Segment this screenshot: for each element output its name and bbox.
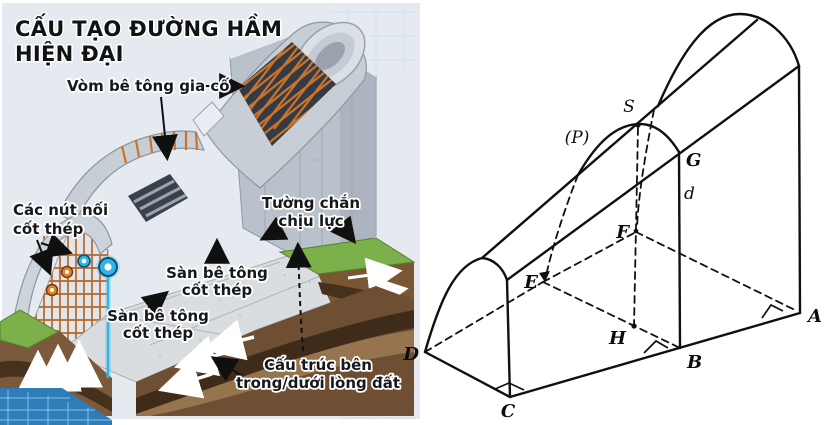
slats <box>133 179 187 218</box>
label-cau-truc-line2: trong/dưới lòng đất <box>236 374 400 392</box>
line-D-E <box>424 281 544 353</box>
dot-H <box>631 323 637 329</box>
segment-joint-collar <box>192 101 225 137</box>
big-arch-hidden <box>636 109 655 229</box>
arrow-tuong-right <box>329 215 357 245</box>
callout-arrows <box>29 73 357 382</box>
point-label-A: A <box>806 306 822 327</box>
arrowhead-at-E <box>539 271 550 282</box>
dot-S <box>635 122 641 128</box>
arrow-cautruc-dashed <box>285 241 312 352</box>
parabola-P-hidden <box>545 174 579 277</box>
arrow-vom-down <box>151 96 178 162</box>
segment-label-d: d <box>684 184 695 204</box>
label-san-lower-line1: Sàn bê tông <box>107 307 209 325</box>
right-vertical-edge <box>797 64 802 315</box>
point-label-F: F <box>615 222 630 243</box>
blueprint-corner <box>0 388 112 425</box>
point-label-G: G <box>686 150 701 171</box>
dashed-edges <box>424 109 798 353</box>
label-san-lower-line2: cốt thép <box>123 323 194 342</box>
label-vom-be-tong: Vòm bê tông gia cố <box>67 76 230 95</box>
label-tuong-chan-line2: chịu lực <box>278 212 343 230</box>
edge-D-C <box>423 350 512 399</box>
point-label-E: E <box>523 272 538 293</box>
right-angle-at-A <box>761 303 784 319</box>
point-dots <box>539 122 641 329</box>
geometry-figure: S (P) G d F E H D C B A <box>402 12 822 422</box>
label-san-upper-line1: Sàn bê tông <box>166 264 268 282</box>
right-angle-at-B <box>643 339 669 354</box>
label-cac-nut-noi-line2: cốt thép <box>13 219 84 238</box>
point-label-S: S <box>623 97 635 117</box>
arrow-nut-2 <box>40 233 73 258</box>
solid-edges <box>423 12 802 399</box>
front-vertical-edge <box>505 278 512 399</box>
arrow-san-lower <box>140 290 170 318</box>
front-soil-band <box>136 286 414 416</box>
label-cac-nut-noi-line1: Các nút nối <box>13 200 108 219</box>
line-S-F-H <box>633 127 639 327</box>
label-tuong-chan-line1: Tường chắn <box>262 193 360 212</box>
point-label-H: H <box>608 328 627 349</box>
right-angle-at-C <box>494 382 525 391</box>
ridge-line <box>480 18 759 260</box>
big-end-arch <box>656 12 801 108</box>
arrow-nut-1 <box>29 239 54 276</box>
line-E-H-B <box>542 281 681 349</box>
connector-nodes <box>45 253 120 378</box>
edge-C-A <box>508 311 802 399</box>
line-E-F <box>542 231 637 283</box>
left-panel-illustration: CẤU TẠO ĐƯỜNG HẦM HIỆN ĐẠI Vòm bê tông g… <box>0 3 420 425</box>
label-cau-truc-line1: Cấu trúc bên <box>264 356 372 374</box>
soil-arrows-left <box>157 319 255 399</box>
right-angle-marks <box>494 303 784 391</box>
wall-top-line <box>505 64 801 282</box>
front-arch-left <box>423 256 484 354</box>
panel-title-line1: CẤU TẠO ĐƯỜNG HẦM <box>15 13 282 41</box>
rebar-mesh <box>238 42 336 146</box>
segment-d <box>677 150 682 350</box>
front-arch-right <box>480 256 509 282</box>
upper-tunnel-tube <box>192 21 367 189</box>
point-label-B: B <box>686 352 702 373</box>
arrow-tuong-left <box>259 216 289 241</box>
plane-label-P: (P) <box>565 128 590 148</box>
point-label-D: D <box>402 344 419 365</box>
point-label-C: C <box>501 401 516 422</box>
arrow-cautruc-solid <box>210 356 243 382</box>
label-san-upper-line2: cốt thép <box>182 280 253 299</box>
dot-F <box>633 228 639 234</box>
line-F-A <box>635 231 798 312</box>
panel-title-line2: HIỆN ĐẠI <box>15 40 124 66</box>
